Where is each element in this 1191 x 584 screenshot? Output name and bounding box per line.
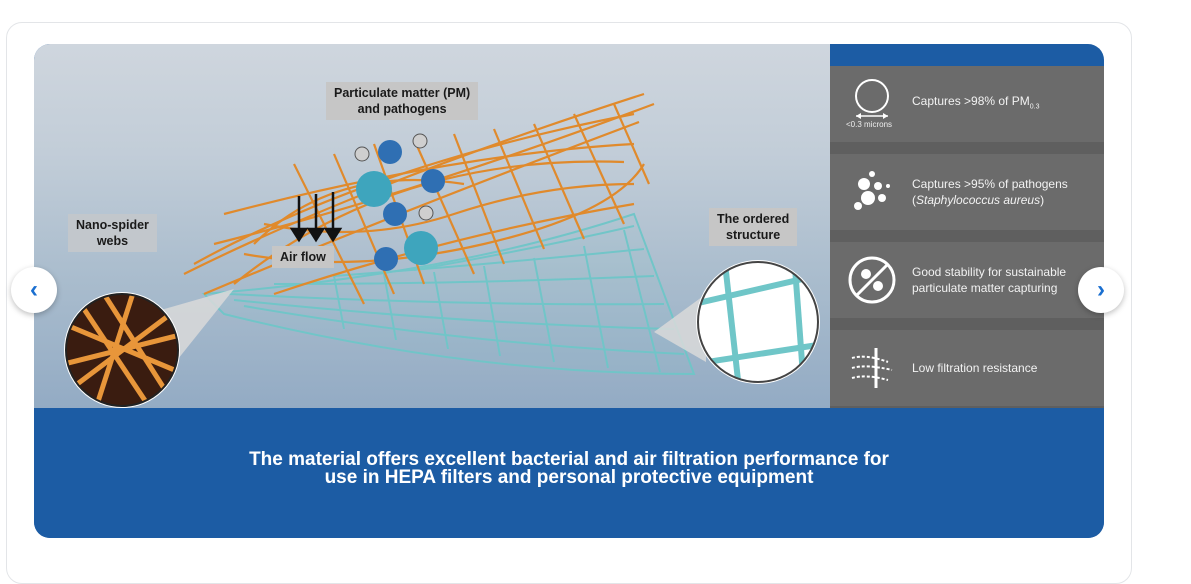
no-virus-icon xyxy=(844,252,904,308)
pm-pathogens-label: Particulate matter (PM) and pathogens xyxy=(326,82,479,120)
particles-icon xyxy=(844,164,904,220)
feature-pathogens-text: Captures >95% of pathogens(Staphylococcu… xyxy=(912,177,1068,207)
airflow-arrows xyxy=(289,192,343,243)
feature-stability: Good stability for sustainable particula… xyxy=(830,242,1104,318)
carousel-slide: Particulate matter (PM) and pathogens Na… xyxy=(34,44,1104,538)
feature-pm: <0.3 microns Captures >98% of PM0.3 xyxy=(830,66,1104,142)
feature-resistance: Low filtration resistance xyxy=(830,330,1104,406)
chevron-left-icon: ‹ xyxy=(30,276,38,303)
nano-spider-label: Nano-spider webs xyxy=(68,214,157,252)
airflow-label: Air flow xyxy=(272,246,334,268)
feature-pm-text: Captures >98% of PM0.3 xyxy=(912,93,1040,111)
feature-stability-text: Good stability for sustainable particula… xyxy=(912,265,1067,295)
particles xyxy=(354,133,445,271)
nano-zoom-circle xyxy=(64,292,180,408)
carousel-next-button[interactable]: › xyxy=(1078,267,1124,313)
feature-panel: <0.3 microns Captures >98% of PM0.3 Capt… xyxy=(830,66,1104,408)
airflow-resistance-icon xyxy=(844,340,904,396)
ordered-structure-label: The ordered structure xyxy=(709,208,798,246)
carousel-prev-button[interactable]: ‹ xyxy=(11,267,57,313)
circle-size-icon: <0.3 microns xyxy=(844,76,904,132)
feature-resistance-text: Low filtration resistance xyxy=(912,361,1038,375)
feature-pathogens: Captures >95% of pathogens(Staphylococcu… xyxy=(830,154,1104,230)
chevron-right-icon: › xyxy=(1097,276,1105,303)
caption-line-1: The material offers excellent bacterial … xyxy=(249,449,889,470)
ordered-zoom-circle xyxy=(696,260,820,384)
slide-caption: The material offers excellent bacterial … xyxy=(34,408,1104,538)
ordered-mesh xyxy=(201,212,696,376)
caption-line-2: use in HEPA filters and personal protect… xyxy=(324,467,814,488)
filter-illustration: Particulate matter (PM) and pathogens Na… xyxy=(34,44,830,408)
size-caption: <0.3 microns xyxy=(846,120,893,129)
